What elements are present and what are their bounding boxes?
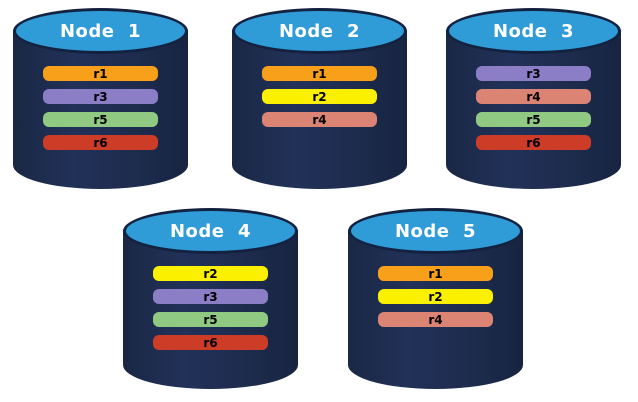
cylinder-top: Node 5	[348, 208, 523, 254]
replica-list: r1 r2 r4	[378, 266, 493, 335]
node-cylinder-2: Node 2 r1 r2 r4	[232, 8, 407, 189]
replica-bar-r6: r6	[43, 135, 158, 150]
node-cylinder-3: Node 3 r3 r4 r5 r6	[446, 8, 621, 189]
replica-bar-r5: r5	[476, 112, 591, 127]
node-label: Node 5	[394, 220, 477, 242]
cylinder-body	[446, 30, 621, 189]
node-cylinder-5: Node 5 r1 r2 r4	[348, 208, 523, 389]
node-cylinder-1: Node 1 r1 r3 r5 r6	[13, 8, 188, 189]
replica-bar-r5: r5	[153, 312, 268, 327]
replica-bar-r5: r5	[43, 112, 158, 127]
cylinder-top: Node 3	[446, 8, 621, 54]
replica-bar-r2: r2	[153, 266, 268, 281]
replica-bar-r2: r2	[262, 89, 377, 104]
node-label: Node 4	[169, 220, 252, 242]
cylinder-body	[13, 30, 188, 189]
node-label: Node 2	[278, 20, 361, 42]
cylinder-top: Node 1	[13, 8, 188, 54]
node-label: Node 1	[59, 20, 142, 42]
replica-bar-r2: r2	[378, 289, 493, 304]
node-cylinder-4: Node 4 r2 r3 r5 r6	[123, 208, 298, 389]
replica-bar-r1: r1	[262, 66, 377, 81]
replica-bar-r1: r1	[43, 66, 158, 81]
replica-bar-r6: r6	[153, 335, 268, 350]
cylinder-top: Node 4	[123, 208, 298, 254]
replica-list: r2 r3 r5 r6	[153, 266, 268, 358]
cylinder-body	[232, 30, 407, 189]
cylinder-body	[348, 230, 523, 389]
replica-bar-r4: r4	[378, 312, 493, 327]
replica-bar-r4: r4	[476, 89, 591, 104]
replica-list: r3 r4 r5 r6	[476, 66, 591, 158]
replica-bar-r1: r1	[378, 266, 493, 281]
replica-list: r1 r3 r5 r6	[43, 66, 158, 158]
replica-bar-r3: r3	[43, 89, 158, 104]
replica-bar-r3: r3	[153, 289, 268, 304]
replica-bar-r4: r4	[262, 112, 377, 127]
replica-bar-r3: r3	[476, 66, 591, 81]
node-label: Node 3	[492, 20, 575, 42]
replica-bar-r6: r6	[476, 135, 591, 150]
cylinder-top: Node 2	[232, 8, 407, 54]
replica-list: r1 r2 r4	[262, 66, 377, 135]
cylinder-body	[123, 230, 298, 389]
